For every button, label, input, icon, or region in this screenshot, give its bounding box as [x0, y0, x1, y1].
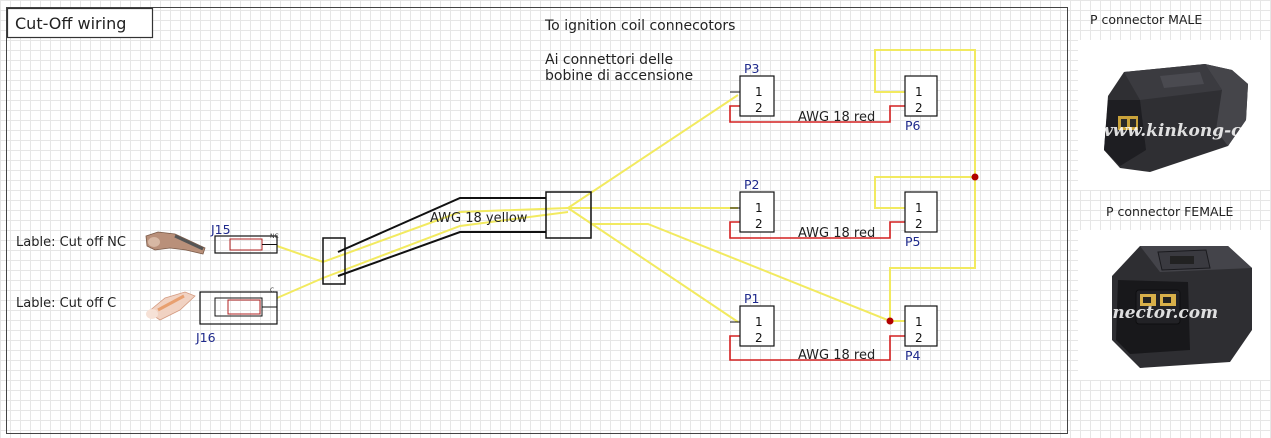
side-title-female: P connector FEMALE [1106, 204, 1233, 219]
junction-dot-p4 [886, 317, 894, 325]
female-connector-photo: nnector.com [1078, 230, 1270, 380]
wire-label-red-mid: AWG 18 red [798, 226, 875, 241]
svg-text:2: 2 [755, 331, 763, 345]
connector-p1: 1 2 [730, 305, 775, 347]
ref-p6: P6 [905, 118, 921, 133]
ref-j16: J16 [195, 330, 216, 345]
connector-p4: 1 2 [904, 305, 938, 347]
note-italian-line1: Ai connettori delle [545, 52, 673, 68]
wire-p4-loop [874, 49, 976, 321]
wire-label-red-top: AWG 18 red [798, 110, 875, 125]
side-title-male: P connector MALE [1090, 12, 1202, 27]
red-wire-p3-p6 [729, 105, 905, 123]
pin-mark-c: C [270, 287, 274, 294]
label-cut-off-c: Lable: Cut off C [16, 296, 116, 311]
ref-p4: P4 [905, 348, 921, 363]
svg-text:1: 1 [915, 315, 923, 329]
connector-p6: 1 2 [904, 75, 938, 117]
connector-j16: C [199, 287, 278, 325]
red-wire-p2-p5 [729, 221, 905, 239]
wire-bundle [337, 197, 546, 277]
wire-hub-to-p4 [590, 223, 905, 322]
wire-hub-to-p1 [567, 207, 739, 323]
junction-dot-right [971, 173, 979, 181]
connector-j15: NC [214, 233, 279, 254]
wire-p5-loop [874, 176, 975, 209]
watermark-female: nnector.com [1100, 303, 1218, 323]
yellow-wires [276, 49, 976, 323]
wire-j15-to-bundle [276, 207, 569, 264]
svg-text:1: 1 [915, 201, 923, 215]
red-wire-p1-p4 [729, 335, 905, 361]
terminal-nc-image [145, 231, 206, 255]
svg-text:1: 1 [915, 85, 923, 99]
connector-p2: 1 2 [730, 191, 775, 233]
diagram-frame [6, 7, 1068, 434]
wire-hub-to-p3 [567, 94, 739, 209]
terminal-c-image [146, 291, 196, 321]
page-title: Cut-Off wiring [15, 14, 126, 33]
pin-mark-nc: NC [270, 233, 279, 240]
svg-text:1: 1 [755, 85, 763, 99]
bundle-right-hub [545, 191, 592, 239]
wire-label-red-bot: AWG 18 red [798, 348, 875, 363]
connector-p5: 1 2 [904, 191, 938, 233]
ref-j15: J15 [210, 222, 231, 237]
wire-label-yellow: AWG 18 yellow [430, 211, 528, 226]
ref-p5: P5 [905, 234, 921, 249]
ref-p2: P2 [744, 177, 760, 192]
note-italian-line2: bobine di accensione [545, 68, 693, 84]
svg-text:1: 1 [755, 315, 763, 329]
connector-p3: 1 2 [730, 75, 775, 117]
svg-text:2: 2 [915, 101, 923, 115]
svg-text:2: 2 [755, 101, 763, 115]
ref-p1: P1 [744, 291, 760, 306]
red-wires [729, 105, 905, 361]
svg-text:1: 1 [755, 201, 763, 215]
watermark-male: www.kinkong-cc [1098, 121, 1252, 141]
male-connector-photo: www.kinkong-cc [1078, 40, 1270, 190]
svg-text:2: 2 [915, 217, 923, 231]
label-cut-off-nc: Lable: Cut off NC [16, 235, 126, 250]
svg-text:2: 2 [755, 217, 763, 231]
bundle-left-sleeve [322, 237, 346, 285]
ref-p3: P3 [744, 61, 760, 76]
wire-j16-to-bundle [276, 211, 569, 299]
svg-text:2: 2 [915, 331, 923, 345]
title-box: Cut-Off wiring [6, 7, 154, 39]
note-english: To ignition coil connecotors [544, 18, 735, 34]
